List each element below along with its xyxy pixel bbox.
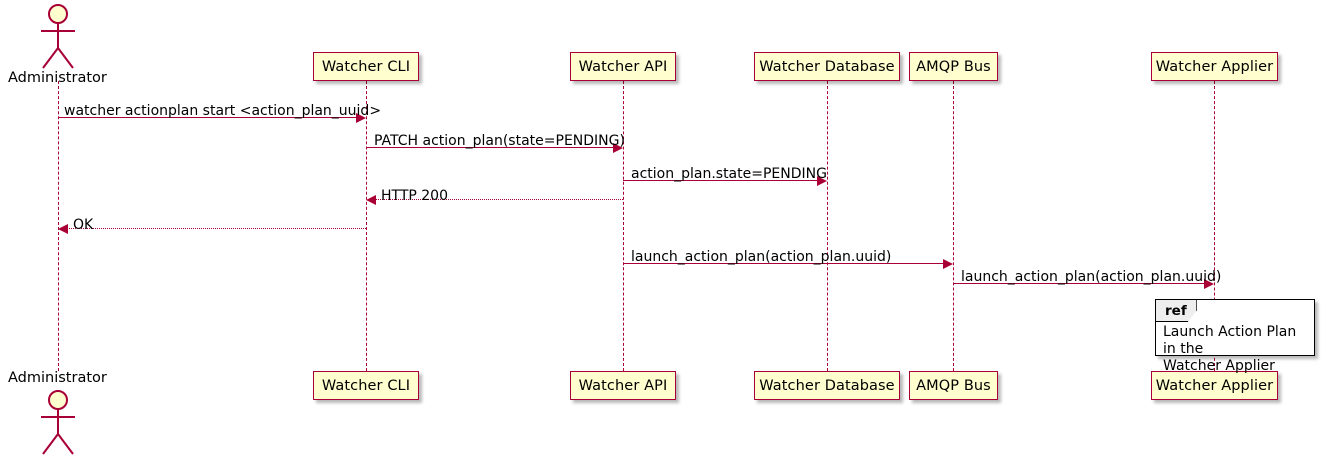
message-line-2 — [623, 180, 818, 181]
participant-watcher-cli-bottom[interactable]: Watcher CLI — [313, 371, 419, 400]
message-arrowhead-6 — [1204, 278, 1214, 289]
participant-watcher-database-bottom[interactable]: Watcher Database — [754, 371, 900, 400]
message-line-4 — [67, 228, 366, 229]
message-arrowhead-3 — [366, 194, 376, 205]
message-line-1 — [366, 147, 614, 148]
message-line-0 — [58, 117, 357, 118]
message-arrowhead-0 — [356, 112, 366, 123]
message-arrowhead-4 — [58, 223, 68, 234]
message-label-1: PATCH action_plan(state=PENDING) — [374, 133, 625, 149]
message-label-0: watcher actionplan start <action_plan_uu… — [64, 103, 382, 119]
lifeline-amqp-bus — [953, 81, 954, 371]
message-line-3 — [375, 199, 623, 200]
message-label-6: launch_action_plan(action_plan.uuid) — [961, 269, 1222, 285]
ref-fragment-line-2: Watcher Applier — [1163, 358, 1275, 374]
actor-label-administrator-top: Administrator — [8, 70, 107, 86]
actor-administrator-top — [35, 4, 81, 70]
message-label-5: launch_action_plan(action_plan.uuid) — [631, 249, 892, 265]
participant-watcher-applier-top[interactable]: Watcher Applier — [1151, 52, 1278, 81]
participant-watcher-api-top[interactable]: Watcher API — [570, 52, 676, 81]
participant-watcher-api-bottom[interactable]: Watcher API — [570, 371, 676, 400]
message-arrowhead-2 — [817, 175, 827, 186]
message-label-3: HTTP 200 — [381, 188, 448, 204]
actor-label-administrator-bottom: Administrator — [8, 370, 107, 386]
participant-watcher-database-top[interactable]: Watcher Database — [754, 52, 900, 81]
lifeline-watcher-cli — [366, 81, 367, 371]
participant-amqp-bus-top[interactable]: AMQP Bus — [909, 52, 998, 81]
participant-amqp-bus-bottom[interactable]: AMQP Bus — [909, 371, 998, 400]
lifeline-watcher-applier — [1214, 81, 1215, 371]
message-arrowhead-1 — [613, 142, 623, 153]
ref-fragment-line-1: Launch Action Plan in the — [1163, 324, 1297, 357]
lifeline-watcher-api — [623, 81, 624, 371]
lifeline-watcher-database — [827, 81, 828, 371]
message-line-5 — [623, 263, 944, 264]
message-line-6 — [953, 283, 1205, 284]
ref-fragment-tab: ref — [1156, 300, 1197, 322]
actor-administrator-bottom — [35, 390, 81, 456]
message-arrowhead-5 — [943, 258, 953, 269]
participant-watcher-cli-top[interactable]: Watcher CLI — [313, 52, 419, 81]
message-label-4: OK — [73, 217, 94, 233]
participant-watcher-applier-bottom[interactable]: Watcher Applier — [1151, 371, 1278, 400]
message-label-2: action_plan.state=PENDING — [631, 166, 827, 182]
